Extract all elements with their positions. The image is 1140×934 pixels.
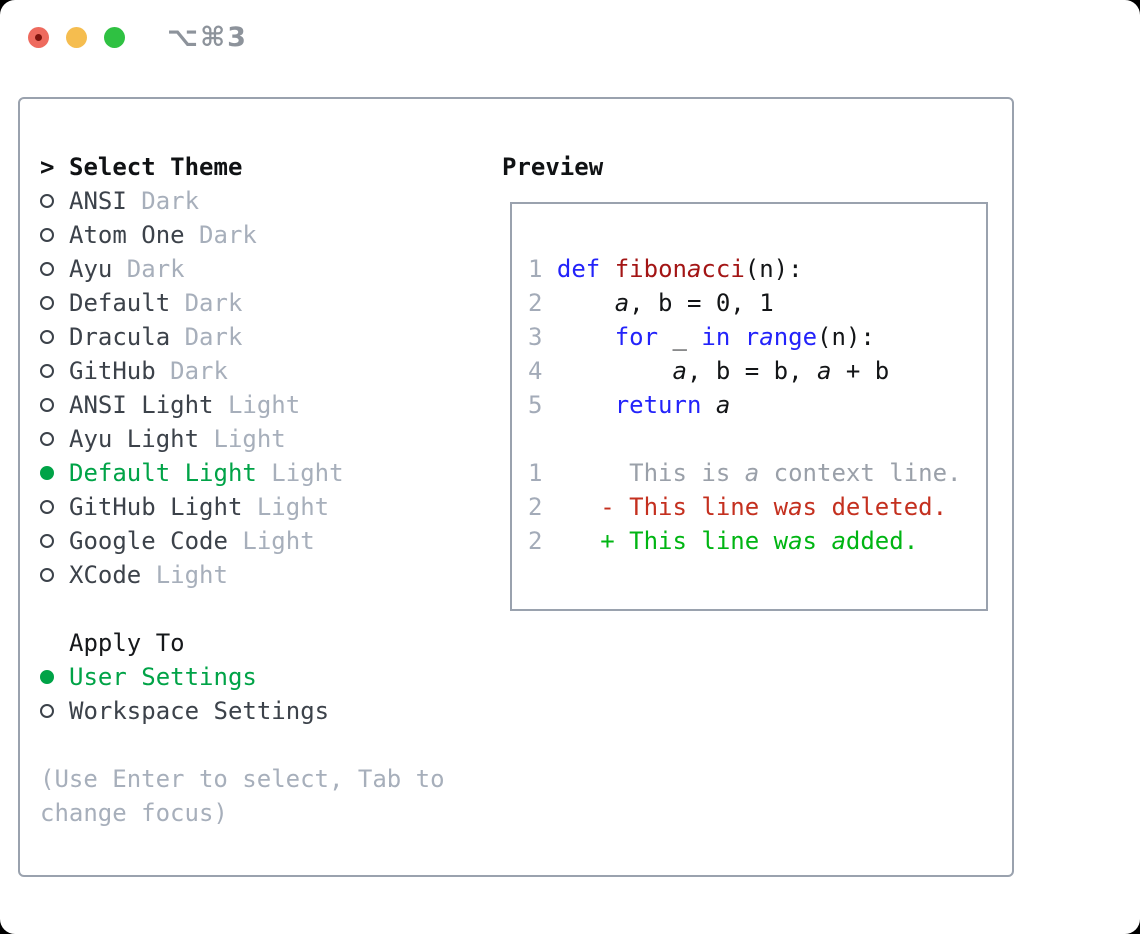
option-label: Ayu Light — [69, 425, 200, 453]
radio-unselected-icon — [40, 228, 54, 242]
radio-unselected-icon — [40, 364, 54, 378]
apply-option-workspace-settings[interactable]: Workspace Settings — [40, 694, 492, 728]
radio-unselected-icon — [40, 296, 54, 310]
theme-option-ayu-light-light[interactable]: Ayu Light Light — [40, 422, 492, 456]
theme-option-default-dark[interactable]: Default Dark — [40, 286, 492, 320]
theme-option-google-code-light[interactable]: Google Code Light — [40, 524, 492, 558]
preview-line: 4 a, b = b, a + b — [528, 357, 890, 385]
preview-line: 2 a, b = 0, 1 — [528, 289, 774, 317]
option-label: Dracula — [69, 323, 171, 351]
option-label: Ayu — [69, 255, 113, 283]
preview-line: 1 This is a context line. — [528, 459, 962, 487]
option-label: Default — [69, 289, 171, 317]
preview-box: 1 def fibonacci(n): 2 a, b = 0, 1 3 for _ … — [510, 202, 988, 611]
theme-option-ansi-light-light[interactable]: ANSI Light Light — [40, 388, 492, 422]
theme-option-dracula-dark[interactable]: Dracula Dark — [40, 320, 492, 354]
theme-option-xcode-light[interactable]: XCode Light — [40, 558, 492, 592]
option-label: Light — [199, 425, 286, 453]
close-button[interactable] — [28, 27, 49, 48]
option-label: GitHub Light — [69, 493, 243, 521]
radio-unselected-icon — [40, 500, 54, 514]
option-label: Workspace Settings — [69, 697, 330, 725]
option-label: Atom One — [69, 221, 185, 249]
option-label: Light — [227, 527, 315, 555]
theme-option-ayu-dark[interactable]: Ayu Dark — [40, 252, 492, 286]
radio-unselected-icon — [40, 330, 54, 344]
option-label: Dark — [155, 357, 228, 385]
radio-selected-icon — [40, 466, 54, 480]
radio-unselected-icon — [40, 704, 54, 718]
select-theme-title: Select Theme — [69, 153, 243, 181]
radio-unselected-icon — [40, 262, 54, 276]
option-label: Dark — [126, 187, 200, 215]
radio-unselected-icon — [40, 432, 54, 446]
preview-title: Preview — [502, 153, 604, 181]
preview-line: 2 - This line was deleted. — [528, 493, 948, 521]
option-label: XCode — [69, 561, 142, 589]
radio-unselected-icon — [40, 398, 54, 412]
select-theme-header-row: > Select Theme — [40, 150, 492, 184]
option-label: ANSI Light — [69, 391, 214, 419]
preview-line — [528, 422, 986, 456]
theme-option-atom-one-dark[interactable]: Atom One Dark — [40, 218, 492, 252]
option-label: Google Code — [69, 527, 228, 555]
minimize-button[interactable] — [66, 27, 87, 48]
option-label: Dark — [112, 255, 185, 283]
code-preview: 1 def fibonacci(n): 2 a, b = 0, 1 3 for _ … — [512, 204, 986, 558]
apply-to-title: Apply To — [69, 629, 185, 657]
option-label: ANSI — [69, 187, 127, 215]
option-label: Light — [141, 561, 228, 589]
zoom-button[interactable] — [104, 27, 125, 48]
prompt-icon: > — [40, 153, 55, 181]
preview-line: 1 def fibonacci(n): — [528, 255, 803, 283]
option-label: Dark — [184, 221, 257, 249]
theme-option-github-light-light[interactable]: GitHub Light Light — [40, 490, 492, 524]
option-label: Light — [242, 493, 330, 521]
spacer-row — [40, 592, 492, 626]
apply-option-user-settings[interactable]: User Settings — [40, 660, 492, 694]
radio-unselected-icon — [40, 534, 54, 548]
option-label: Default Light — [69, 459, 257, 487]
preview-line: 2 + This line was added. — [528, 527, 919, 555]
radio-unselected-icon — [40, 568, 54, 582]
apply-to-header-row: Apply To — [40, 626, 492, 660]
theme-option-default-light-light[interactable]: Default Light Light — [40, 456, 492, 490]
option-label: Light — [213, 391, 301, 419]
close-dot-icon — [35, 34, 42, 41]
theme-option-ansi-dark[interactable]: ANSI Dark — [40, 184, 492, 218]
option-label: Light — [256, 459, 344, 487]
option-label: User Settings — [69, 663, 257, 691]
radio-selected-icon — [40, 670, 54, 684]
option-label: Dark — [170, 323, 243, 351]
radio-unselected-icon — [40, 194, 54, 208]
theme-option-github-dark[interactable]: GitHub Dark — [40, 354, 492, 388]
titlebar: ⌥⌘3 — [0, 0, 1140, 76]
preview-line: 3 for _ in range(n): — [528, 323, 875, 351]
keyboard-shortcut-label: ⌥⌘3 — [167, 22, 248, 53]
option-label: GitHub — [69, 357, 156, 385]
option-label: Dark — [170, 289, 243, 317]
keyboard-hint-text: (Use Enter to select, Tab to change focu… — [40, 765, 445, 827]
preview-line: 5 return a — [528, 391, 731, 419]
